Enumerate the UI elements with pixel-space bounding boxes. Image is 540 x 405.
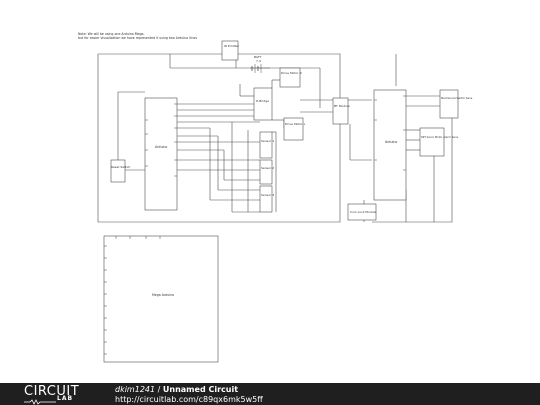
bt-module-label: BT Module bbox=[334, 104, 350, 108]
arduino-left-label: Arduino bbox=[155, 145, 167, 149]
sensor-3[interactable]: Sensor 3 bbox=[259, 185, 274, 213]
battery-value: 7.4 bbox=[256, 59, 261, 63]
brand-logo[interactable]: CIRCUIT bbox=[24, 384, 80, 399]
mega-arduino[interactable]: Mega Arduino bbox=[103, 235, 219, 363]
sensor-1[interactable]: Sensor 1 bbox=[259, 131, 274, 159]
arduino-left[interactable]: Arduino bbox=[144, 97, 178, 211]
drive-motor-l-label: Drive Motor L bbox=[285, 122, 306, 126]
note-line-2: but for easier visualization we have rep… bbox=[78, 36, 197, 40]
sensor-3-label: Sensor 3 bbox=[261, 193, 274, 197]
brand-logo-sub: LAB bbox=[57, 395, 74, 402]
arduino-right-label: Arduino bbox=[385, 140, 397, 144]
drive-motor-r[interactable]: Drive Motor R bbox=[279, 67, 302, 88]
coin-lock-label: Coin Lock Module bbox=[350, 210, 376, 214]
sensor-2[interactable]: Sensor 2 bbox=[259, 159, 274, 185]
circuit-title: Unnamed Circuit bbox=[162, 385, 239, 394]
arduino-right[interactable]: Arduino bbox=[373, 89, 407, 201]
drive-motor-l[interactable]: Drive Motor L bbox=[283, 117, 306, 141]
drive-motor-r-label: Drive Motor R bbox=[281, 71, 302, 75]
sensor-1-label: Sensor 1 bbox=[261, 139, 274, 143]
bt-module[interactable]: BT Module bbox=[332, 97, 350, 125]
ir-emitter-label: IR Emitter bbox=[224, 44, 240, 48]
servo-motor[interactable]: SRT Servo Motor Alarm Sens. bbox=[419, 127, 459, 157]
battery[interactable]: BATT 7.4 bbox=[251, 55, 262, 73]
battery-label: BATT bbox=[254, 55, 262, 59]
coin-lock-module[interactable]: Coin Lock Module bbox=[347, 203, 376, 221]
circuit-title-line: dkim1241 / Unnamed Circuit bbox=[115, 385, 238, 394]
ir-emitter[interactable]: IR Emitter bbox=[221, 40, 240, 61]
circuit-wave-icon bbox=[24, 399, 56, 405]
circuit-url[interactable]: http://circuitlab.com/c89qx6mk5w5ff bbox=[115, 395, 263, 404]
mechanical-switch-label: Mechanical Switch Sens. bbox=[441, 96, 473, 100]
mechanical-switch[interactable]: Mechanical Switch Sens. bbox=[439, 89, 473, 119]
circuit-schematic: Note: We will be using one Arduino Mega,… bbox=[78, 32, 473, 363]
note-line-1: Note: We will be using one Arduino Mega, bbox=[78, 32, 144, 36]
reset-switch-label: Reset Switch bbox=[111, 165, 130, 169]
sensor-2-label: Sensor 2 bbox=[261, 166, 274, 170]
title-separator: / bbox=[157, 385, 161, 394]
servo-motor-label: SRT Servo Motor Alarm Sens. bbox=[421, 135, 459, 139]
author-link[interactable]: dkim1241 bbox=[115, 385, 156, 394]
h-bridge-label: H-Bridge bbox=[256, 99, 269, 103]
reset-switch[interactable]: Reset Switch bbox=[110, 159, 130, 183]
footer-bar: CIRCUIT LAB dkim1241 / Unnamed Circuit h… bbox=[0, 383, 540, 405]
h-bridge[interactable]: H-Bridge bbox=[253, 87, 273, 121]
mega-arduino-label: Mega Arduino bbox=[152, 293, 174, 297]
